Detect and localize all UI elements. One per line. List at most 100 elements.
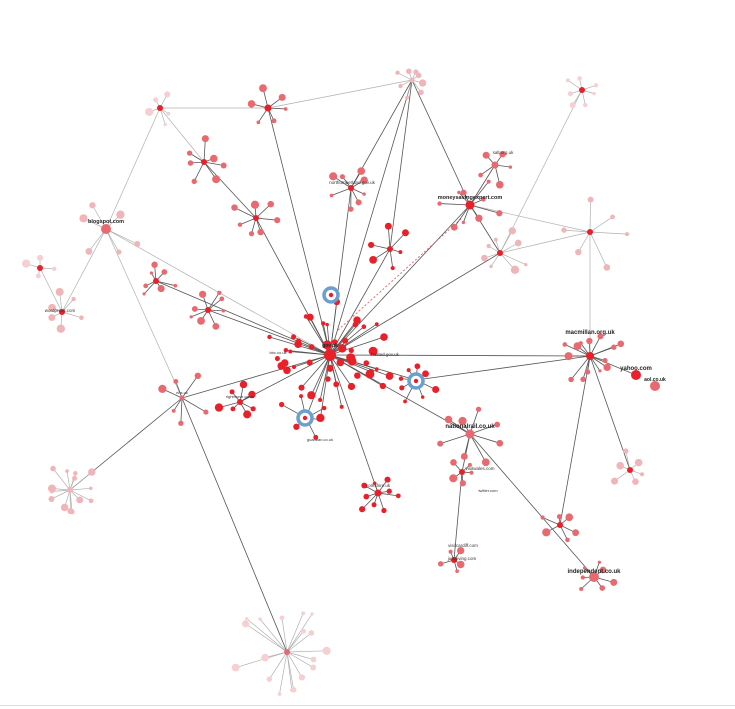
graph-node[interactable] (201, 135, 209, 143)
graph-node[interactable] (186, 150, 193, 156)
graph-node[interactable] (486, 243, 491, 249)
graph-node[interactable] (151, 261, 158, 268)
graph-node[interactable] (369, 256, 377, 264)
graph-node[interactable] (467, 462, 472, 467)
graph-node[interactable] (248, 390, 256, 399)
graph-node[interactable] (231, 663, 240, 672)
graph-node[interactable] (540, 515, 545, 520)
graph-node[interactable] (575, 248, 582, 256)
graph-node[interactable] (499, 150, 506, 158)
graph-node[interactable] (76, 496, 84, 504)
graph-node[interactable] (372, 481, 377, 486)
hub-node-n3[interactable] (153, 278, 159, 284)
graph-node[interactable] (219, 296, 225, 302)
graph-node[interactable] (50, 465, 56, 472)
graph-node[interactable] (210, 154, 218, 163)
graph-node[interactable] (283, 366, 291, 375)
graph-node[interactable] (460, 453, 468, 460)
graph-node[interactable] (395, 493, 401, 499)
graph-node[interactable] (161, 269, 168, 275)
graph-node[interactable] (418, 89, 424, 96)
hub-node-n10[interactable] (587, 229, 593, 235)
graph-node[interactable] (401, 229, 409, 237)
graph-node[interactable] (495, 180, 504, 189)
hub-node-n14[interactable] (627, 467, 633, 473)
graph-node[interactable] (556, 514, 562, 520)
graph-node[interactable] (72, 475, 78, 481)
hub-node-salt[interactable] (491, 161, 499, 169)
graph-node[interactable] (414, 363, 421, 370)
graph-node[interactable] (65, 469, 69, 473)
graph-node[interactable] (374, 367, 379, 372)
graph-node[interactable] (582, 566, 587, 570)
graph-node[interactable] (321, 405, 327, 411)
graph-node[interactable] (134, 240, 141, 248)
graph-node[interactable] (212, 175, 221, 184)
graph-node[interactable] (508, 165, 513, 169)
graph-node[interactable] (572, 529, 580, 537)
graph-node[interactable] (580, 376, 586, 383)
graph-node[interactable] (348, 206, 354, 212)
graph-node[interactable] (640, 472, 645, 477)
graph-node[interactable] (55, 287, 64, 296)
graph-node[interactable] (579, 586, 584, 592)
graph-node[interactable] (592, 91, 596, 96)
graph-node[interactable] (301, 628, 306, 634)
hub-node-n8[interactable] (387, 246, 393, 252)
graph-node[interactable] (357, 167, 366, 175)
graph-node[interactable] (456, 560, 465, 569)
graph-node[interactable] (239, 380, 248, 389)
graph-node[interactable] (313, 434, 319, 440)
graph-node[interactable] (283, 348, 289, 353)
graph-node[interactable] (583, 102, 588, 108)
graph-node[interactable] (116, 249, 122, 255)
graph-node[interactable] (610, 214, 615, 220)
graph-node[interactable] (611, 344, 617, 350)
graph-node[interactable] (339, 404, 344, 409)
graph-node[interactable] (398, 83, 403, 89)
graph-node[interactable] (191, 178, 197, 185)
hub-node-money[interactable] (465, 200, 475, 210)
graph-node[interactable] (149, 271, 154, 275)
graph-node[interactable] (616, 461, 625, 470)
hub-node-n2[interactable] (253, 215, 259, 221)
hub-node-blog[interactable] (101, 224, 111, 234)
graph-node[interactable] (316, 417, 321, 422)
graph-node[interactable] (493, 237, 498, 242)
graph-node[interactable] (89, 202, 96, 209)
graph-node[interactable] (623, 448, 629, 454)
graph-node[interactable] (599, 585, 606, 591)
graph-node[interactable] (478, 172, 483, 178)
hub-node-york[interactable] (374, 489, 382, 497)
graph-node[interactable] (322, 340, 332, 350)
graph-node[interactable] (405, 95, 409, 100)
hub-node-leftcl[interactable] (67, 487, 73, 493)
graph-node[interactable] (496, 210, 503, 217)
graph-node[interactable] (565, 78, 570, 83)
graph-node[interactable] (587, 196, 594, 203)
focus-node-c[interactable] (296, 409, 314, 427)
graph-node[interactable] (47, 484, 56, 493)
graph-node[interactable] (421, 395, 425, 399)
graph-node[interactable] (278, 401, 285, 408)
graph-node[interactable] (143, 283, 149, 289)
graph-node[interactable] (329, 193, 334, 198)
graph-node[interactable] (586, 337, 593, 345)
graph-node[interactable] (406, 368, 411, 373)
graph-node[interactable] (288, 349, 293, 354)
graph-node[interactable] (267, 200, 275, 208)
graph-node[interactable] (359, 506, 366, 513)
graph-node[interactable] (365, 369, 375, 379)
graph-node[interactable] (403, 399, 407, 404)
graph-node[interactable] (73, 471, 78, 476)
graph-node[interactable] (56, 324, 65, 333)
hub-node-n13[interactable] (557, 522, 563, 528)
graph-node[interactable] (191, 306, 198, 312)
graph-node[interactable] (561, 227, 567, 233)
graph-node[interactable] (593, 83, 599, 88)
hub-node-center[interactable] (324, 349, 336, 361)
graph-node[interactable] (258, 617, 262, 621)
graph-node[interactable] (142, 292, 146, 296)
graph-node[interactable] (437, 440, 444, 447)
graph-node[interactable] (247, 100, 256, 108)
